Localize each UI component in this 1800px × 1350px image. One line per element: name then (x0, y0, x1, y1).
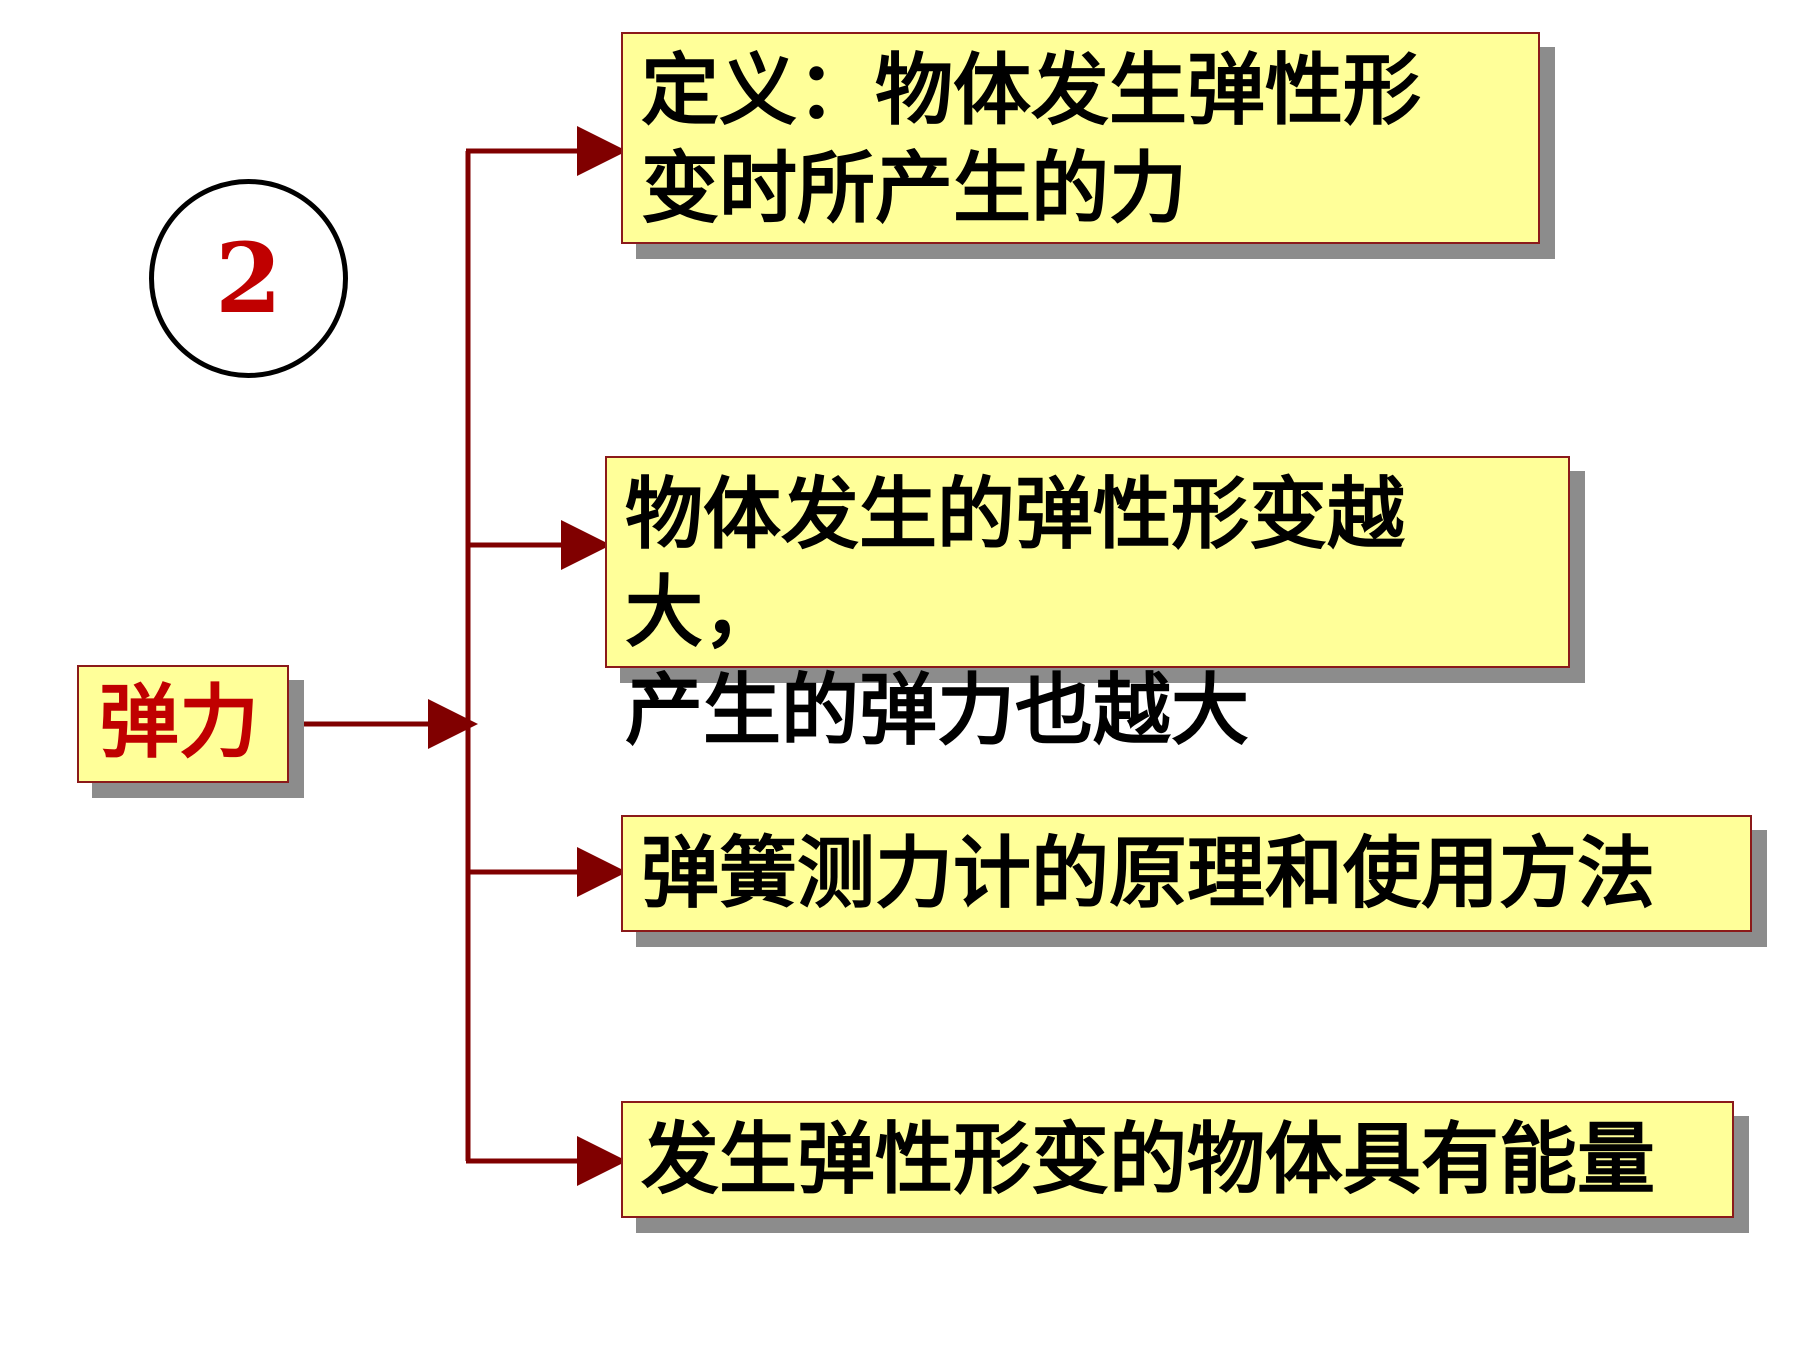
root-concept-box: 弹力 (77, 665, 289, 783)
branch-box-definition: 定义：物体发生弹性形 变时所产生的力 (621, 32, 1540, 244)
branch-box-spring-scale: 弹簧测力计的原理和使用方法 (621, 815, 1752, 932)
branch-box-elastic-energy: 发生弹性形变的物体具有能量 (621, 1101, 1734, 1218)
number-badge: 2 (149, 179, 348, 378)
branch-box-deformation-relation: 物体发生的弹性形变越大， 产生的弹力也越大 (605, 456, 1570, 756)
